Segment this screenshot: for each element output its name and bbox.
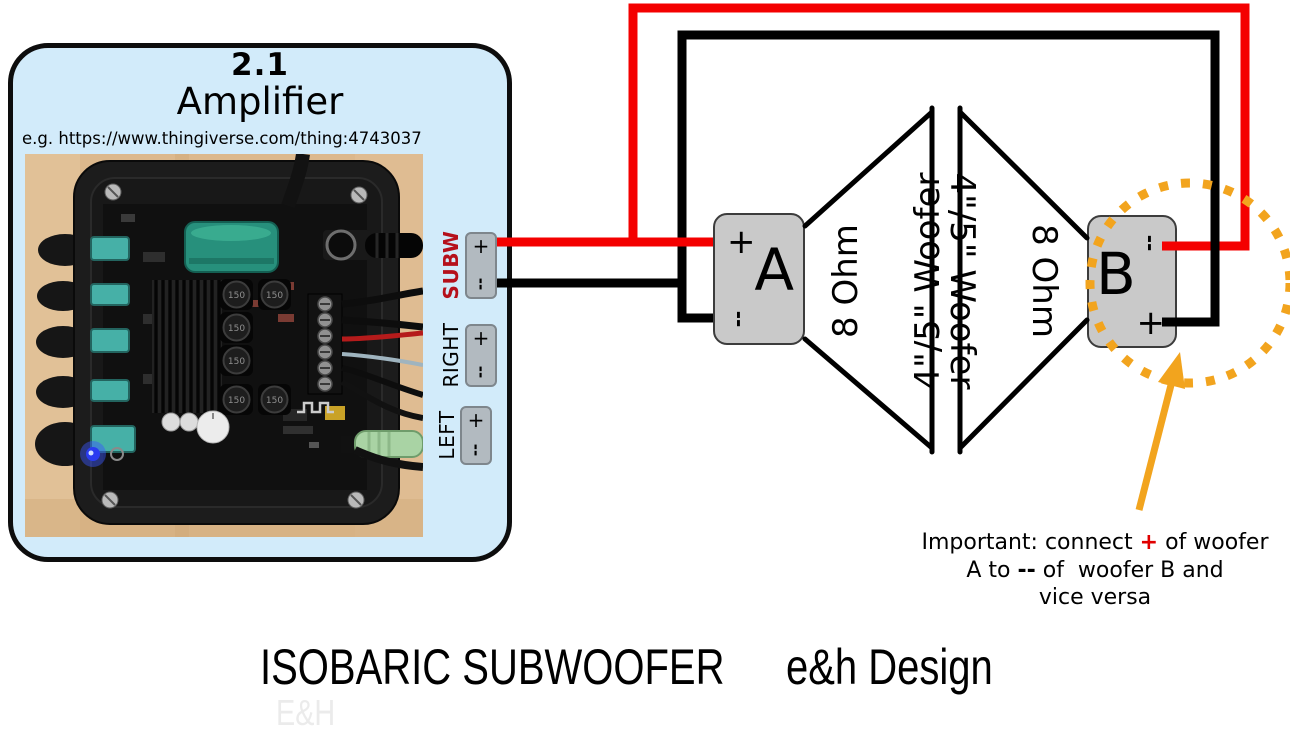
- inductor-value: 150: [228, 357, 245, 367]
- right-plus-terminal: +: [472, 326, 490, 350]
- note-minus-symbol: --: [1017, 557, 1036, 583]
- woofer-b-terminal-box: -- B +: [1087, 215, 1177, 348]
- photo-led: [80, 441, 124, 467]
- right-minus-terminal: --: [472, 365, 490, 379]
- isobaric-subwoofer-diagram: { "amplifier": { "title": "2.1", "subtit…: [8, 3, 1290, 733]
- woofer-a-letter: A: [754, 236, 794, 304]
- photo-terminal-block: [307, 293, 343, 395]
- footer-watermark: E&H: [276, 692, 336, 733]
- subw-plus-terminal: +: [472, 234, 490, 258]
- left-plus-terminal: +: [467, 408, 485, 432]
- photo-small-caps: [161, 410, 230, 444]
- amplifier-example-url: e.g. https://www.thingiverse.com/thing:4…: [22, 129, 422, 148]
- note-line2-pre: A to: [966, 557, 1018, 583]
- woofer-a-minus-terminal: --: [727, 310, 752, 328]
- inductor-value: 150: [266, 396, 283, 406]
- photo-volume-knobs: [90, 236, 136, 453]
- note-plus-symbol: +: [1139, 530, 1159, 555]
- amplifier-subtitle: Amplifier: [176, 80, 344, 123]
- photo-output-wires: [340, 287, 423, 421]
- inductor-value: 150: [228, 324, 245, 334]
- photo-capacitor: [184, 221, 279, 273]
- woofer-a-terminal-box: + A --: [713, 213, 805, 345]
- footer-title: ISOBARIC SUBWOOFER: [260, 639, 725, 695]
- woofer-b-spec: 8 Ohm 4"/5" Woofer: [942, 101, 1064, 461]
- amplifier-photo: 150 150 150 150 150 150: [25, 154, 423, 537]
- photo-inductors: 150 150 150 150 150 150: [220, 279, 291, 415]
- channel-label-left: LEFT: [435, 410, 459, 460]
- inductor-value: 150: [228, 291, 245, 301]
- amplifier-title: 2.1: [231, 47, 289, 83]
- photo-heatsink: [152, 280, 222, 413]
- photo-wifi-trace-icon: [297, 401, 334, 414]
- note-line3: vice versa: [1038, 585, 1152, 610]
- terminal-block-left: + --: [460, 406, 492, 465]
- important-note: Important: connect + of woofer A to -- o…: [890, 529, 1290, 612]
- woofer-a-spec-line1: 8 Ohm: [826, 224, 866, 338]
- woofer-b-spec-line1: 8 Ohm: [1024, 224, 1064, 338]
- woofer-b-letter: B: [1096, 240, 1136, 308]
- note-line2-post: of woofer B and: [1035, 557, 1224, 583]
- woofer-a-plus-terminal: +: [727, 222, 756, 262]
- terminal-block-right: + --: [465, 324, 497, 387]
- photo-power-jack: [281, 154, 423, 261]
- woofer-b-plus-terminal: +: [1136, 303, 1166, 343]
- left-minus-terminal: --: [467, 443, 485, 457]
- woofer-a-spec: 8 Ohm 4"/5" Woofer: [826, 101, 948, 461]
- terminal-block-subw: + --: [465, 232, 497, 299]
- note-line1-pre: Important: connect: [921, 530, 1140, 555]
- highlight-arrow-line: [1135, 384, 1175, 511]
- inductor-value: 150: [228, 396, 245, 406]
- woofer-b-minus-terminal: --: [1138, 234, 1163, 252]
- footer-brand: e&h Design: [786, 639, 993, 695]
- woofer-b-spec-line2: 4"/5" Woofer: [942, 172, 982, 390]
- note-line1-post: of woofer: [1158, 530, 1269, 555]
- inductor-value: 150: [266, 291, 283, 301]
- subw-minus-terminal: --: [472, 277, 490, 291]
- photo-audio-jack: [341, 430, 423, 471]
- highlight-arrowhead: [1158, 352, 1185, 389]
